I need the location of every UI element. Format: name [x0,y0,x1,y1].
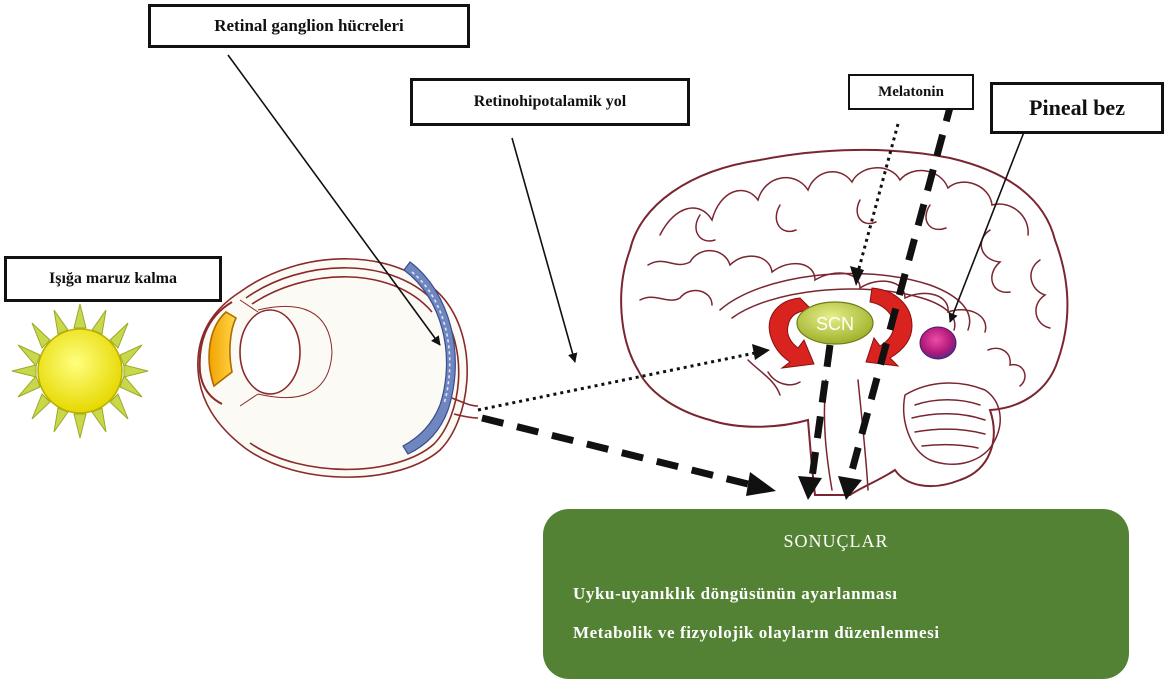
arrow-eye-to-results [482,418,756,486]
label-melatonin: Melatonin [848,74,974,110]
label-retinal-ganglion-text: Retinal ganglion hücreleri [214,16,404,36]
sun-icon [12,304,148,438]
label-retinal-ganglion: Retinal ganglion hücreleri [148,4,470,48]
scn-label: SCN [816,314,854,334]
label-melatonin-text: Melatonin [878,84,944,101]
results-title: SONUÇLAR [543,531,1129,552]
dotted-arrows [478,124,898,410]
label-pineal: Pineal bez [990,82,1164,134]
arrow-eye-to-scn [478,353,755,410]
arrow-retinohypothalamic [512,138,575,362]
scn-node: SCN [797,302,873,344]
label-light-exposure: Işığa maruz kalma [4,256,222,302]
label-light-exposure-text: Işığa maruz kalma [49,270,177,288]
results-item: Uyku-uyanıklık döngüsünün ayarlanması [573,584,898,604]
label-pineal-text: Pineal bez [1029,95,1125,121]
label-retinohypothalamic: Retinohipotalamik yol [410,78,690,126]
arrow-melatonin-to-scn [858,124,898,272]
pineal-gland [920,327,956,359]
results-item: Metabolik ve fizyolojik olayların düzenl… [573,623,940,643]
eye-icon [198,259,478,477]
arrowhead-eye-to-results [746,472,776,496]
arrowhead-eye-to-scn [752,344,770,360]
arrowhead-scn-to-results [798,476,822,500]
label-retinohypothalamic-text: Retinohipotalamik yol [474,93,626,111]
results-box: SONUÇLAR Uyku-uyanıklık döngüsünün ayarl… [543,509,1129,679]
arrowhead-pineal-to-results [838,476,862,500]
